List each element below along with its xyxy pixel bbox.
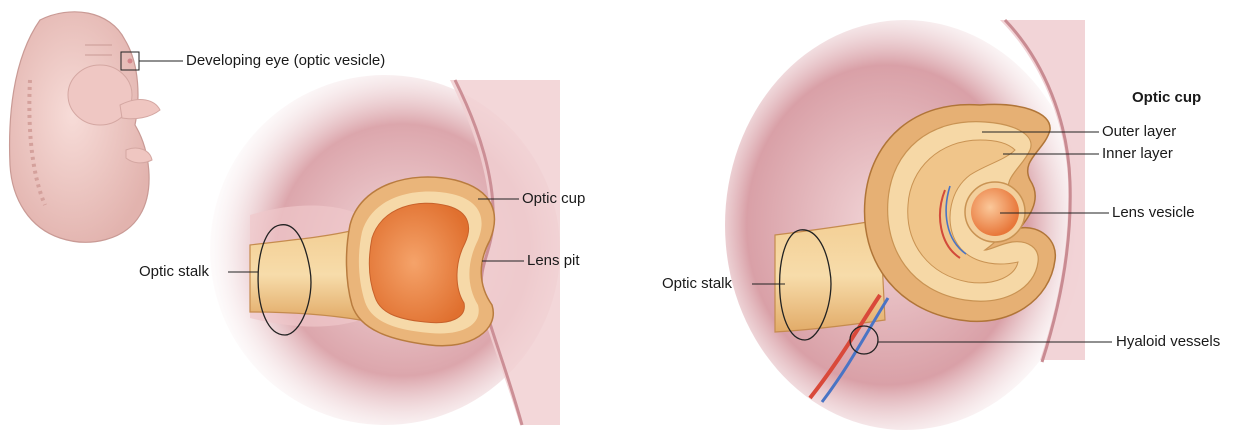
- label-lens-pit: Lens pit: [527, 252, 580, 270]
- label-hyaloid-vessels: Hyaloid vessels: [1116, 333, 1220, 351]
- label-optic-cup-heading: Optic cup: [1132, 89, 1201, 107]
- embryo: [10, 12, 160, 242]
- label-optic-stalk-left: Optic stalk: [139, 263, 209, 281]
- label-optic-stalk-right: Optic stalk: [662, 275, 732, 293]
- label-outer-layer: Outer layer: [1102, 123, 1176, 141]
- left-optic-cup-shape: [346, 177, 494, 346]
- label-inner-layer: Inner layer: [1102, 145, 1173, 163]
- label-developing-eye: Developing eye (optic vesicle): [186, 52, 385, 70]
- label-lens-vesicle: Lens vesicle: [1112, 204, 1195, 222]
- label-optic-cup-left: Optic cup: [522, 190, 585, 208]
- optic-vesicle-dot: [128, 59, 133, 64]
- lens-vesicle-core: [971, 188, 1019, 236]
- left-optic-stalk-shape: [250, 230, 360, 320]
